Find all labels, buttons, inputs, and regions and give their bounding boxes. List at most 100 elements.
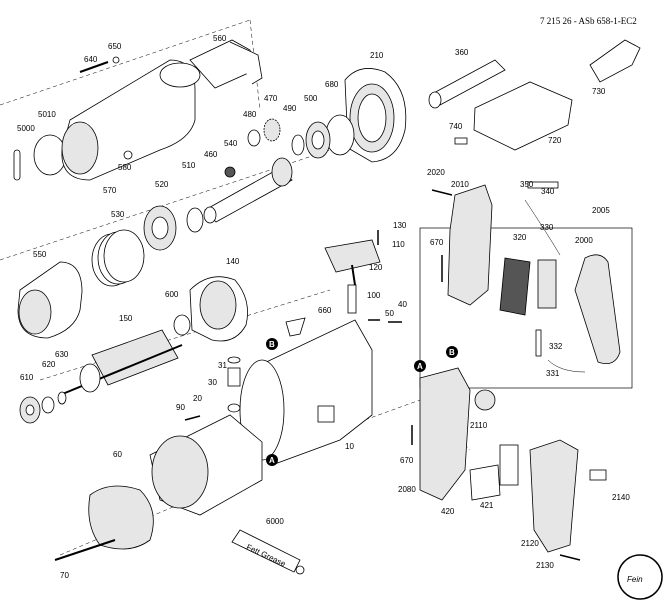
part-332: [535, 329, 542, 357]
part-label-520: 520: [155, 180, 169, 189]
svg-text:A: A: [417, 362, 423, 371]
cable-340: [524, 199, 561, 256]
part-label-130: 130: [393, 221, 407, 230]
part-label-5010: 5010: [38, 110, 56, 119]
part-label-20: 20: [193, 394, 202, 403]
part-label-540: 540: [224, 139, 238, 148]
electronics-box-720: [473, 81, 573, 151]
lever-100: [347, 284, 357, 314]
clamp-350: [527, 181, 559, 189]
part-label-10: 10: [345, 442, 354, 451]
motor-housing-10: [239, 319, 373, 466]
part-label-2130: 2130: [536, 561, 554, 570]
field-coil-60: [88, 485, 154, 550]
part-label-550: 550: [33, 250, 47, 259]
handle-cover-2000: [574, 254, 621, 365]
shaft-460: [203, 157, 293, 224]
bearing-610: [19, 396, 41, 424]
part-label-120: 120: [369, 263, 383, 272]
washer-620: [41, 396, 55, 414]
brush-holder-30: [227, 367, 241, 387]
bearing-500: [305, 121, 331, 159]
part-label-730: 730: [592, 87, 606, 96]
part-label-650: 650: [108, 42, 122, 51]
part-label-110: 110: [392, 240, 405, 249]
svg-text:B: B: [449, 348, 455, 357]
ring-31: [227, 356, 241, 364]
part-label-70: 70: [60, 571, 69, 580]
part-label-670b: 670: [400, 456, 414, 465]
part-421: [499, 444, 519, 486]
part-label-60: 60: [113, 450, 122, 459]
handle-half-2080: [419, 367, 471, 501]
part-label-630: 630: [55, 350, 69, 359]
part-label-670: 670: [430, 238, 444, 247]
part-label-340: 340: [541, 187, 555, 196]
part-label-500: 500: [304, 94, 318, 103]
ring-680: [325, 114, 355, 156]
ring-490: [291, 134, 305, 156]
nut-650: [112, 56, 120, 64]
part-label-140: 140: [226, 257, 240, 266]
part-label-2080: 2080: [398, 485, 416, 494]
part-label-530: 530: [111, 210, 125, 219]
part-580: [123, 150, 133, 160]
part-label-640: 640: [84, 55, 98, 64]
spring-530: [91, 229, 145, 287]
screw-70: [54, 539, 116, 561]
coupling-550: [17, 261, 83, 339]
switch-holder-660: [285, 317, 306, 337]
part-label-330: 330: [540, 223, 554, 232]
part-label-2020: 2020: [427, 168, 445, 177]
grease-tube-6000: Fett Grease: [231, 529, 305, 575]
part-label-210: 210: [370, 51, 384, 60]
fein-logo: Fein: [617, 554, 663, 600]
part-480: [247, 129, 261, 147]
handle-half-2010: [447, 184, 493, 306]
wire-331: [547, 359, 586, 373]
ring-510: [186, 207, 204, 233]
screw-90: [184, 415, 201, 421]
part-label-470: 470: [264, 94, 278, 103]
ring-5010: [33, 134, 67, 176]
switch-420: [469, 464, 501, 501]
spring-120: [351, 264, 356, 286]
part-label-570: 570: [103, 186, 117, 195]
part-label-31: 31: [218, 361, 227, 370]
ball-540: [224, 166, 236, 178]
part-label-100: 100: [367, 291, 381, 300]
electronics-330: [537, 259, 557, 309]
spindle-560: [189, 39, 263, 89]
part-label-50: 50: [385, 309, 394, 318]
callout-a-housing: A: [266, 454, 278, 466]
plug-730: [589, 39, 641, 83]
part-label-40: 40: [398, 300, 407, 309]
part-label-620: 620: [42, 360, 56, 369]
cover-110: [324, 239, 381, 273]
switch-320: [499, 257, 531, 316]
part-label-460: 460: [204, 150, 218, 159]
stator-60: [149, 414, 263, 516]
part-label-610: 610: [20, 373, 34, 382]
gear-housing-570: [61, 59, 201, 181]
part-600: [173, 314, 191, 336]
fan-guide-140: [189, 276, 248, 342]
part-label-740: 740: [449, 122, 463, 131]
part-label-680: 680: [325, 80, 339, 89]
logo-text: Fein: [627, 575, 643, 584]
gear-470: [263, 118, 281, 142]
part-label-490: 490: [283, 104, 297, 113]
label-2140: [589, 469, 607, 481]
part-label-560: 560: [213, 34, 227, 43]
part-740: [454, 137, 468, 145]
part-label-150: 150: [119, 314, 133, 323]
drawing-number: 7 215 26 - ASb 658-1-EC2: [540, 16, 637, 26]
part-label-510: 510: [182, 161, 196, 170]
ring-630: [57, 391, 67, 405]
svg-text:A: A: [269, 456, 275, 465]
callout-b-housing: B: [266, 338, 278, 350]
screw-2130: [559, 554, 581, 561]
pin-5000: [13, 149, 21, 181]
part-label-600: 600: [165, 290, 179, 299]
